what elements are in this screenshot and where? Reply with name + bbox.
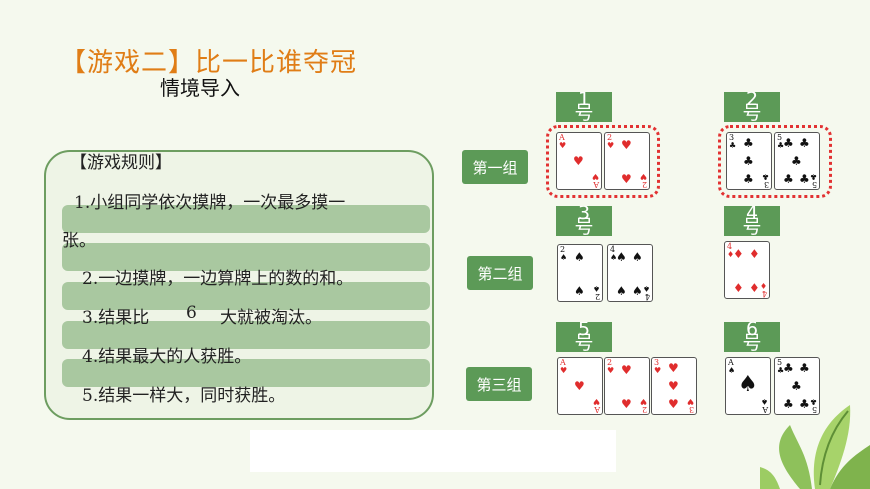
rule-2: 2.一边摸牌，一边算牌上的数的和。 — [82, 269, 354, 289]
playing-card-4-spades: 4♠ ♠ ♠ ♠ ♠ 4♠ — [607, 244, 653, 302]
rule-3-b: 大就被淘汰。 — [220, 308, 322, 328]
group-label-1: 第一组 — [462, 150, 528, 184]
playing-card-4-diamonds: 4♦ ♦ ♦ ♦ ♦ 4♦ — [724, 241, 770, 299]
rule-bar — [62, 282, 430, 310]
page-subtitle: 情境导入 — [160, 76, 240, 100]
rule-1-line-b: 张。 — [62, 231, 96, 251]
rule-3-a: 3.结果比 — [82, 308, 150, 328]
playing-card-2-spades: 2♠ ♠ ♠ 2♠ — [557, 244, 603, 302]
highlight-box-player-2 — [718, 125, 832, 198]
playing-card-ace-hearts: A♥ ♥ A♥ — [557, 357, 603, 415]
playing-card-2-hearts: 2♥ ♥ ♥ 2♥ — [604, 357, 650, 415]
rule-bar — [62, 205, 430, 233]
group-label-2: 第二组 — [467, 256, 533, 290]
playing-card-ace-spades: A♠ ♠ A♠ — [725, 357, 771, 415]
playing-card-3-clubs: 3♣ ♣ ♣ ♣ 3♣ — [726, 132, 772, 190]
plant-decoration-icon — [760, 405, 870, 489]
rule-bar — [62, 243, 430, 271]
playing-card-ace-hearts: A♥ ♥ A♥ — [556, 132, 602, 190]
rule-5: 5.结果一样大，同时获胜。 — [82, 386, 286, 406]
page-title: 【游戏二】比一比谁夺冠 — [60, 48, 358, 78]
rule-bar — [62, 321, 430, 349]
rule-4: 4.结果最大的人获胜。 — [82, 347, 252, 367]
playing-card-4-clubs: 5♣ ♣ ♣ ♣ ♣ ♣ 5♣ — [774, 132, 820, 190]
playing-card-3-hearts: 3♥ ♥ ♥ ♥ 3♥ — [651, 357, 697, 415]
playing-card-2-hearts: 2♥ ♥ ♥ 2♥ — [604, 132, 650, 190]
rule-bar — [62, 359, 430, 387]
playing-card-5-clubs: 5♣ ♣ ♣ ♣ ♣ ♣ 5♣ — [774, 357, 820, 415]
highlight-box-player-1 — [546, 125, 660, 198]
group-label-3: 第三组 — [466, 367, 532, 401]
rules-heading: 【游戏规则】 — [70, 153, 172, 173]
rule-3-number: 6 — [186, 303, 197, 323]
rule-1-line-a: 1.小组同学依次摸牌，一次最多摸一 — [74, 193, 346, 213]
blank-text-box — [250, 430, 616, 472]
